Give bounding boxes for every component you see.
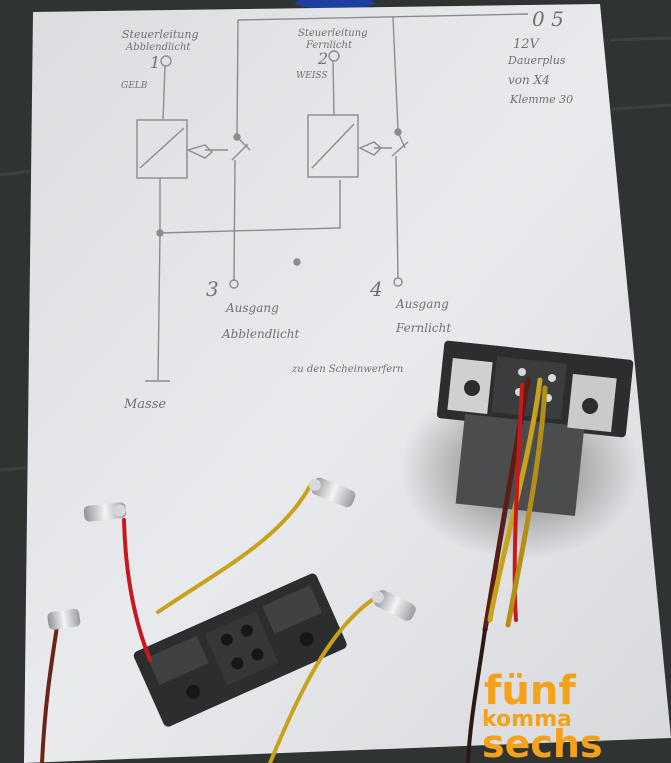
switch2-feed (392, 16, 399, 131)
supply-label-line1: 12V (513, 37, 541, 52)
pin1-color-label: GELB (121, 81, 148, 91)
pin4-label-line1: Ausgang (395, 297, 449, 311)
pin2-number: 2 (317, 49, 328, 68)
supply-terminal-number: 0 5 (532, 7, 564, 31)
pin1-number: 1 (150, 53, 160, 72)
pin2-label-line2: Fernlicht (305, 40, 353, 51)
pin2-terminal (328, 50, 340, 62)
relay2-coil (307, 114, 359, 178)
wires-upper (466, 377, 548, 763)
pin2-label-line1: Steuerleitung (298, 28, 368, 39)
brown-wire (40, 618, 60, 763)
paper-sheet (24, 4, 671, 763)
headlight-note: zu den Scheinwerfern (291, 364, 403, 375)
watermark-line3: sechs (482, 722, 603, 763)
blue-object-top (295, 0, 375, 9)
relay-socket-lower (133, 573, 347, 727)
watermark-logo: fünf komma sechs (482, 668, 603, 763)
red-wire (122, 518, 152, 662)
pin3-label-line1: Ausgang (225, 301, 279, 315)
schematic-drawing (136, 13, 529, 382)
pin1-terminal (160, 55, 172, 67)
watermark-line1: fünf (484, 668, 576, 714)
pin3-terminal (229, 279, 239, 289)
watermark-line2: komma (482, 707, 572, 732)
pin3-label-line2: Abblendlicht (221, 327, 300, 341)
yellow-wire-bottom (268, 598, 374, 763)
supply-bus-line (237, 13, 529, 21)
pin3-number: 3 (206, 277, 219, 301)
pin4-label-line2: Fernlicht (395, 321, 451, 335)
pin1-label-line2: Abblendlicht (125, 42, 191, 53)
supply-label-line4: Klemme 30 (509, 93, 573, 106)
loose-wires (40, 484, 374, 763)
ground-line (157, 232, 161, 381)
pin1-label-line1: Steuerleitung (122, 28, 199, 41)
pin2-color-label: WEISS (296, 71, 328, 81)
relay-socket-upper (436, 340, 634, 517)
crimp-pins (47, 477, 416, 630)
ground-label: Masse (123, 397, 166, 412)
relay1-coil (136, 119, 188, 179)
yellow-wire-top (156, 484, 312, 614)
switch1-feed (236, 19, 239, 136)
pin4-number: 4 (369, 277, 383, 301)
supply-label-line2: Dauerplus (507, 54, 566, 67)
pin4-terminal (393, 277, 403, 287)
supply-label-line3: von X4 (508, 73, 550, 87)
coil-ground-line (159, 180, 341, 234)
